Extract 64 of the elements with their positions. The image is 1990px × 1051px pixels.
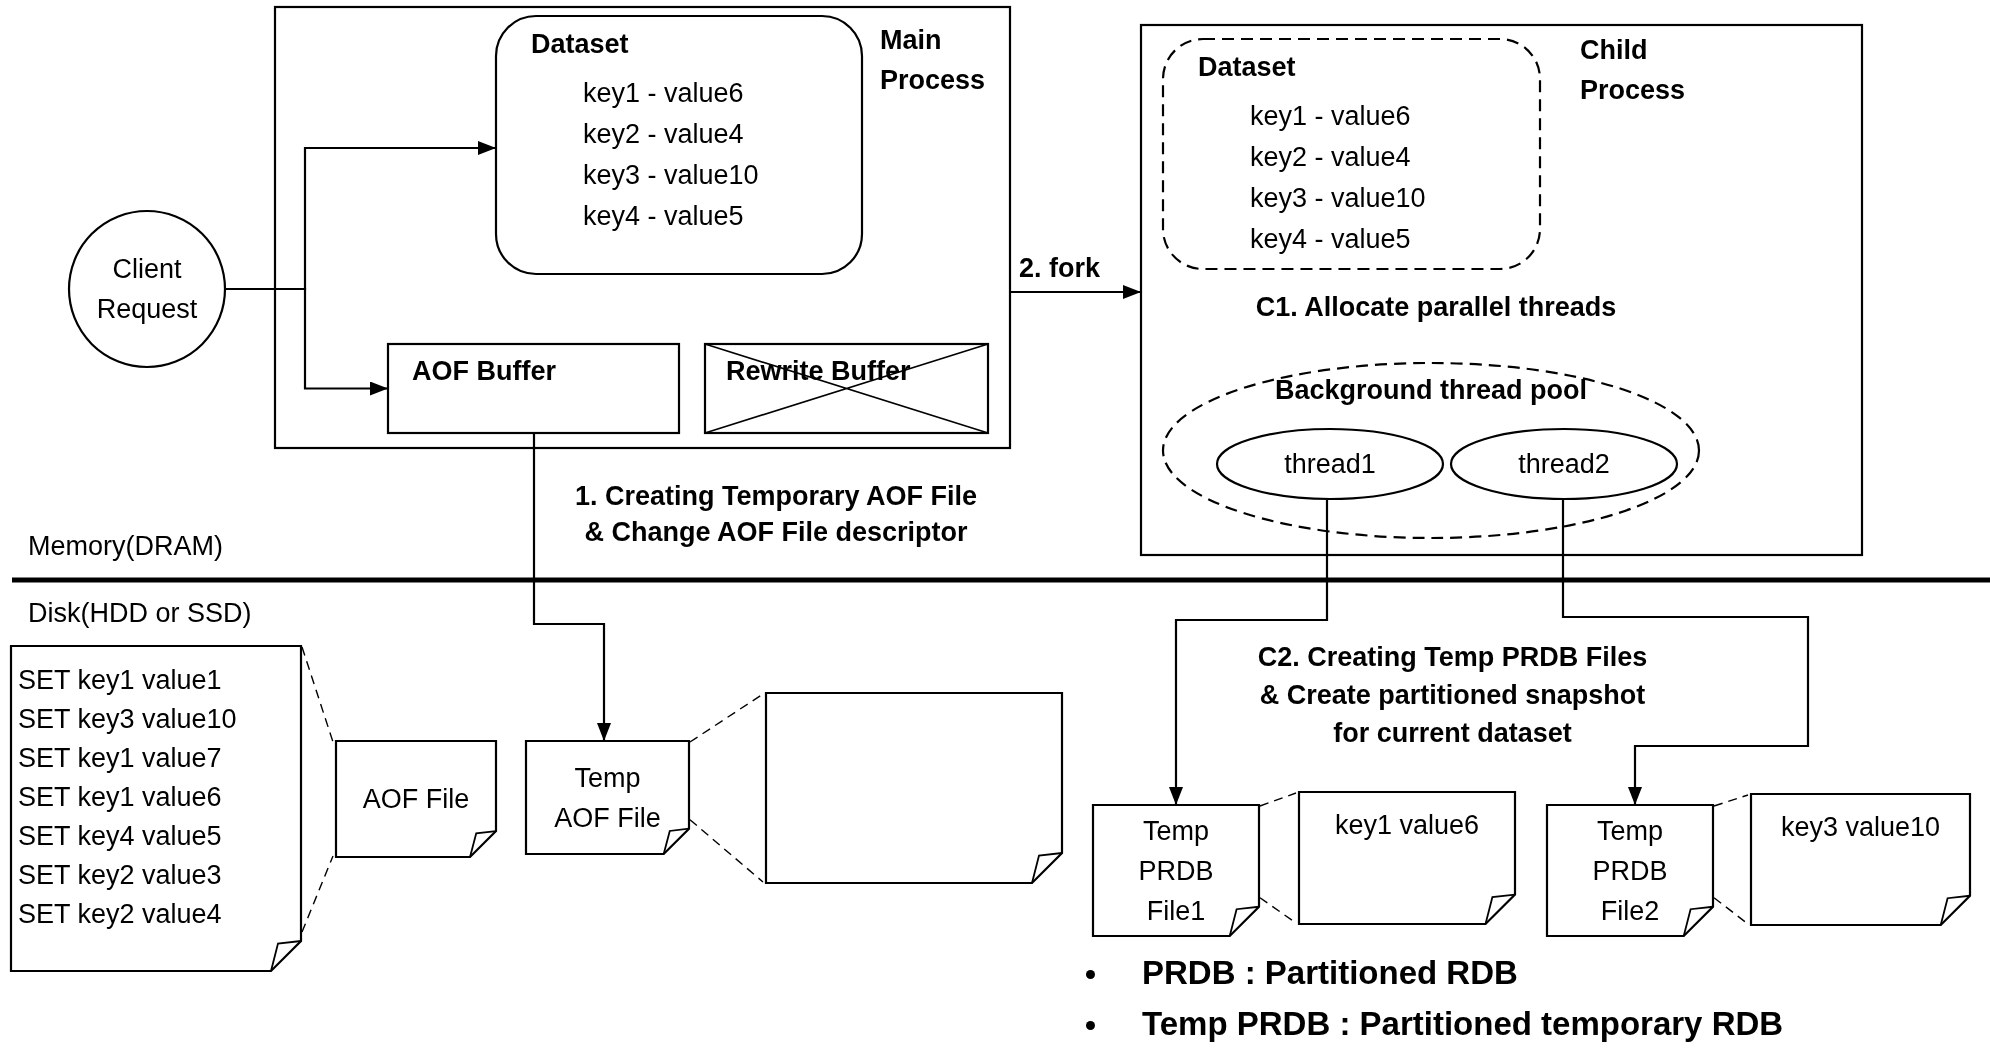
- process-box: [274, 6, 1011, 449]
- command-line: SET key2 value4: [18, 898, 222, 931]
- zoom-guide-line: [1259, 792, 1297, 807]
- node-label: key1 value6: [1334, 809, 1480, 842]
- node-label: Main Process: [880, 24, 987, 97]
- dataset-box: [495, 15, 863, 275]
- key-value-entry: key4 - value5: [583, 200, 744, 233]
- command-line: SET key4 value5: [18, 820, 222, 853]
- key-value-entry: key1 - value6: [583, 77, 744, 110]
- file-document: [1750, 793, 1971, 926]
- thread-pool-ellipse: [1162, 362, 1700, 539]
- thread-ellipse: [1216, 428, 1444, 500]
- key-value-entry: key1 - value6: [1250, 100, 1411, 133]
- step-label: C2. Creating Temp PRDB Files & Create partitioned snapshot for current dataset: [1256, 641, 1649, 750]
- dataset-box: [1162, 38, 1541, 270]
- command-line: SET key1 value7: [18, 742, 222, 775]
- node-label: Temp PRDB File2: [1591, 814, 1669, 928]
- zoom-guide-line: [301, 646, 334, 743]
- node-label: AOF Buffer: [412, 355, 556, 388]
- zoom-guide-line: [689, 819, 764, 883]
- client-circle: [68, 210, 226, 368]
- note-text: Temp PRDB : Partitioned temporary RDB: [1142, 1005, 1784, 1043]
- region-label: Memory(DRAM): [28, 530, 223, 563]
- file-document: [1298, 791, 1516, 925]
- command-line: SET key3 value10: [18, 703, 237, 736]
- dataset-heading: Dataset: [531, 28, 629, 61]
- note-text: PRDB : Partitioned RDB: [1142, 954, 1518, 992]
- step-label: C1. Allocate parallel threads: [1254, 291, 1618, 324]
- node-label: Background thread pool: [1274, 374, 1588, 407]
- thread-ellipse: [1450, 428, 1678, 500]
- file-document: [525, 740, 690, 855]
- document-shape: [765, 692, 1063, 884]
- file-document: [10, 645, 302, 972]
- zoom-guide-line: [301, 855, 334, 933]
- node-label: Client Request: [95, 253, 199, 326]
- key-value-entry: key2 - value4: [1250, 141, 1411, 174]
- arrow: [1561, 500, 1810, 805]
- arrow: [1169, 500, 1329, 805]
- arrow: [226, 287, 388, 396]
- zoom-guide-line: [1713, 794, 1749, 807]
- node-label: Temp AOF File: [553, 761, 662, 835]
- crossed-out-buffer-box: [704, 343, 989, 434]
- node-label: Temp PRDB File1: [1137, 814, 1215, 928]
- arrow: [1011, 285, 1141, 299]
- command-line: SET key2 value3: [18, 859, 222, 892]
- process-box: [387, 343, 680, 434]
- key-value-entry: key2 - value4: [583, 118, 744, 151]
- file-document: [1092, 804, 1260, 937]
- process-box: [1140, 24, 1863, 556]
- key-value-entry: key3 - value10: [583, 159, 759, 192]
- key-value-entry: key3 - value10: [1250, 182, 1426, 215]
- command-line: SET key1 value1: [18, 664, 222, 697]
- arrow: [532, 434, 611, 741]
- region-label: Disk(HDD or SSD): [28, 597, 252, 630]
- node-label: Child Process: [1580, 34, 1687, 107]
- key-value-entry: key4 - value5: [1250, 223, 1411, 256]
- file-document: [1546, 804, 1714, 937]
- node-label: AOF File: [362, 783, 470, 816]
- node-label: thread2: [1518, 448, 1610, 481]
- node-label: thread1: [1284, 448, 1376, 481]
- node-label: key3 value10: [1780, 811, 1941, 844]
- dataset-heading: Dataset: [1198, 51, 1296, 84]
- command-line: SET key1 value6: [18, 781, 222, 814]
- file-document: [335, 740, 497, 858]
